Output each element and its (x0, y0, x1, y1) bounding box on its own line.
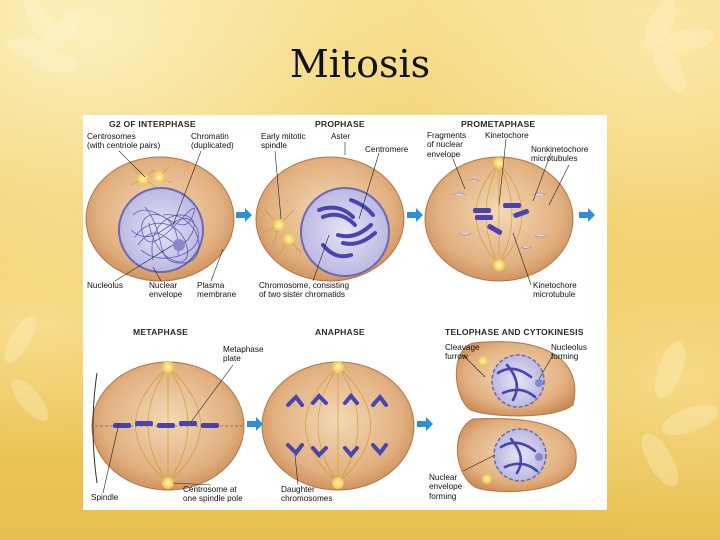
label-metaphase-plate: Metaphase plate (223, 345, 264, 364)
label-early-spindle: Early mitotic spindle (261, 132, 306, 151)
label-nucleolus-forming: Nucleolus forming (551, 343, 587, 362)
label-spindle: Spindle (91, 493, 118, 502)
prophase-cell (256, 157, 404, 281)
panel-title-anaphase: ANAPHASE (315, 327, 365, 337)
mitosis-diagram: G2 OF INTERPHASE PROPHASE PROMETAPHASE M… (83, 115, 607, 510)
label-envelope-forming: Nuclear envelope forming (429, 473, 462, 501)
telophase-cells (456, 342, 576, 492)
label-fragments: Fragments of nuclear envelope (427, 131, 466, 159)
label-cleavage-furrow: Cleavage furrow (445, 343, 480, 362)
anaphase-cell (262, 361, 414, 490)
label-centrosome-pole: Centrosome at one spindle pole (183, 485, 243, 504)
label-daughter-chromosomes: Daughter chromosomes (281, 485, 332, 504)
flower-decoration-left (0, 280, 80, 480)
label-chromatin: Chromatin (duplicated) (191, 132, 234, 151)
panel-title-telophase: TELOPHASE AND CYTOKINESIS (445, 327, 584, 337)
prometaphase-cell (425, 157, 573, 281)
label-kinetochore: Kinetochore (485, 131, 529, 140)
label-chromosome: Chromosome, consisting of two sister chr… (259, 281, 349, 300)
label-kinetochore-microtubule: Kinetochore microtubule (533, 281, 577, 300)
metaphase-cell (92, 361, 244, 490)
panel-title-prometaphase: PROMETAPHASE (461, 119, 535, 129)
interphase-cell (86, 157, 234, 281)
label-nuclear-envelope: Nuclear envelope (149, 281, 182, 300)
label-plasma-membrane: Plasma membrane (197, 281, 236, 300)
label-centromere: Centromere (365, 145, 408, 154)
slide-title: Mitosis (0, 42, 720, 86)
panel-title-prophase: PROPHASE (315, 119, 365, 129)
label-nucleolus: Nucleolus (87, 281, 123, 290)
mitosis-illustration (83, 115, 607, 510)
label-centrosomes: Centrosomes (with centriole pairs) (87, 132, 160, 151)
panel-title-metaphase: METAPHASE (133, 327, 188, 337)
label-nonkinetochore: Nonkinetochore microtubules (531, 145, 588, 164)
panel-title-interphase: G2 OF INTERPHASE (109, 119, 196, 129)
flower-decoration-bottom-right (610, 330, 720, 540)
label-aster: Aster (331, 132, 350, 141)
